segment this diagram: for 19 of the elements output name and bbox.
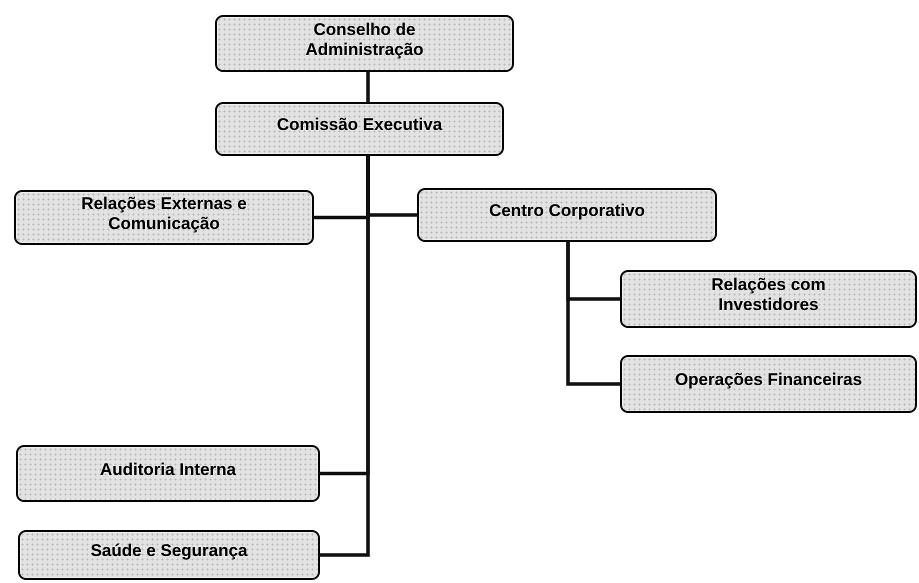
- org-unit-box: [16, 445, 320, 502]
- unit-label: Saúde e Segurança: [90, 541, 248, 561]
- connector-line: [320, 156, 370, 557]
- org-unit-box: [620, 270, 917, 328]
- org-unit-box: [215, 102, 504, 156]
- unit-label: Operações Financeiras: [674, 370, 862, 390]
- connector-line: [566, 242, 620, 386]
- unit-label: Relações com Investidores: [710, 275, 827, 315]
- unit-label: Comissão Executiva: [276, 115, 442, 135]
- org-unit-box: [18, 530, 320, 580]
- org-unit-box: [215, 15, 514, 72]
- org-unit-box: [620, 355, 917, 413]
- unit-label: Conselho de Administração: [304, 20, 425, 60]
- unit-label: Auditoria Interna: [100, 460, 236, 480]
- connector-line: [366, 72, 370, 102]
- unit-label: Centro Corporativo: [489, 201, 645, 221]
- org-unit-box: [417, 188, 717, 242]
- org-unit-box: [14, 190, 314, 245]
- unit-label: Relações Externas e Comunicação: [80, 194, 248, 234]
